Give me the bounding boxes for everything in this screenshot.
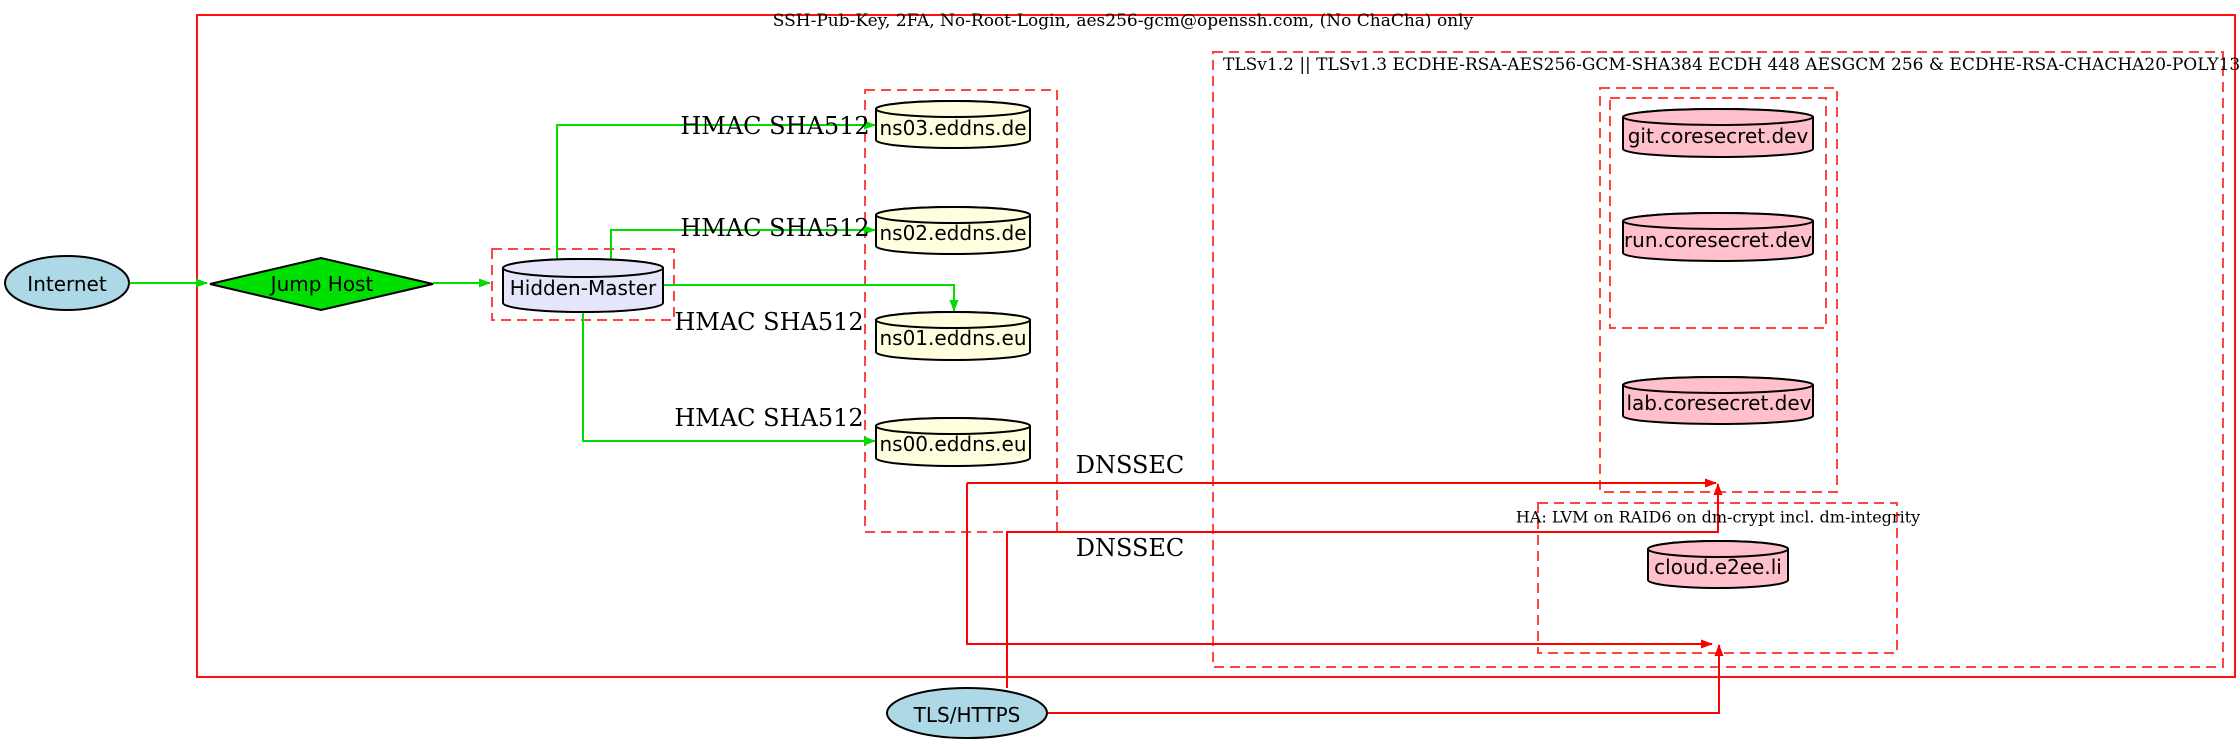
tls-https-label: TLS/HTTPS	[913, 703, 1021, 727]
ha-cluster-label: HA: LVM on RAID6 on dm-crypt incl. dm-in…	[1515, 507, 1921, 527]
cloud-node	[1647, 540, 1789, 589]
edge-hm-ns02	[610, 225, 876, 260]
lab-node	[1622, 376, 1814, 425]
hmac-label-ns03: HMAC SHA512	[680, 112, 870, 140]
ns01-node	[875, 311, 1031, 361]
ns03-label: ns03.eddns.de	[879, 116, 1027, 140]
nodes-layer	[4, 100, 1814, 739]
ssh-cluster-label: SSH-Pub-Key, 2FA, No-Root-Login, aes256-…	[772, 11, 1474, 31]
edge-tls-ha	[1047, 644, 1724, 714]
edge-hm-ns00	[582, 312, 876, 446]
ns01-label: ns01.eddns.eu	[879, 326, 1027, 350]
cloud-label: cloud.e2ee.li	[1654, 555, 1782, 579]
ssh-cluster-box	[196, 14, 2236, 678]
ns02-label: ns02.eddns.de	[879, 221, 1027, 245]
jump-host-node	[209, 256, 434, 312]
hmac-label-ns02: HMAC SHA512	[680, 214, 870, 242]
internet-label: Internet	[27, 272, 107, 296]
green-edges	[130, 120, 959, 446]
ns02-node	[875, 206, 1031, 255]
dns-cluster-box	[864, 89, 1058, 533]
hidden-master-label: Hidden-Master	[509, 276, 657, 300]
tls-https-node	[886, 687, 1048, 739]
run-node	[1622, 212, 1814, 262]
ns00-label: ns00.eddns.eu	[879, 432, 1027, 456]
hmac-label-ns00: HMAC SHA512	[674, 404, 864, 432]
edge-hm-ns01	[663, 284, 959, 312]
lab-label: lab.coresecret.dev	[1626, 391, 1812, 415]
red-edges	[966, 478, 1724, 714]
ns03-node	[875, 100, 1031, 149]
hidden-master-node	[502, 258, 664, 313]
hmac-label-ns01: HMAC SHA512	[674, 308, 864, 336]
internet-node	[4, 255, 130, 311]
dnssec-label-1: DNSSEC	[1075, 451, 1185, 479]
tls-cluster-label: TLSv1.2 || TLSv1.3 ECDHE-RSA-AES256-GCM-…	[1223, 55, 2240, 75]
edge-tls-coresecret	[1006, 483, 1723, 688]
gitrun-cluster-box	[1609, 97, 1827, 329]
ns00-node	[875, 417, 1031, 467]
dnssec-label-2: DNSSEC	[1075, 534, 1185, 562]
git-label: git.coresecret.dev	[1627, 124, 1809, 148]
git-node	[1622, 108, 1814, 158]
edge-dnssec-2	[966, 483, 1713, 649]
edge-hm-ns03	[556, 120, 876, 260]
run-label: run.coresecret.dev	[1623, 228, 1813, 252]
jump-host-label: Jump Host	[270, 272, 374, 296]
